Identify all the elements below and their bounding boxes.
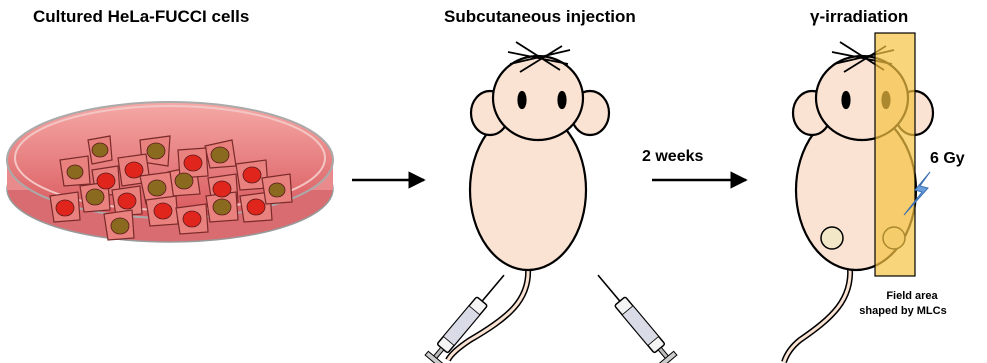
- nucleus-green: [213, 199, 231, 215]
- nucleus-red: [56, 200, 74, 216]
- mouse-head: [493, 56, 583, 140]
- nucleus-red: [125, 162, 143, 178]
- tumor-left: [821, 227, 843, 249]
- dose-label: 6 Gy: [930, 150, 965, 168]
- syringe-right: [591, 269, 677, 363]
- nucleus-red: [184, 155, 202, 171]
- mouse-eye: [519, 92, 526, 108]
- nucleus-green: [67, 165, 83, 179]
- nucleus-green: [86, 189, 104, 205]
- nucleus-red: [247, 199, 265, 215]
- field-label-line2: shaped by MLCs: [838, 305, 968, 317]
- nucleus-red: [97, 173, 115, 189]
- nucleus-green: [148, 180, 166, 196]
- nucleus-red: [243, 167, 261, 183]
- field-label-line1: Field area: [862, 290, 962, 302]
- nucleus-red: [118, 193, 136, 209]
- nucleus-green: [269, 183, 285, 197]
- injection-step-title: Subcutaneous injection: [444, 7, 636, 27]
- nucleus-red: [154, 203, 172, 219]
- syringe-left: [425, 269, 511, 363]
- nucleus-green: [92, 143, 108, 157]
- nucleus-green: [211, 147, 229, 163]
- culture-step-title: Cultured HeLa-FUCCI cells: [33, 7, 249, 27]
- nucleus-red: [213, 181, 231, 197]
- nucleus-green: [147, 143, 165, 159]
- nucleus-red: [183, 211, 201, 227]
- nucleus-green: [175, 173, 193, 189]
- irradiation-step-title: γ-irradiation: [810, 7, 908, 27]
- radiation-field: [875, 33, 915, 276]
- mouse-eye: [559, 92, 566, 108]
- nucleus-green: [111, 218, 129, 234]
- interval-label: 2 weeks: [642, 148, 703, 166]
